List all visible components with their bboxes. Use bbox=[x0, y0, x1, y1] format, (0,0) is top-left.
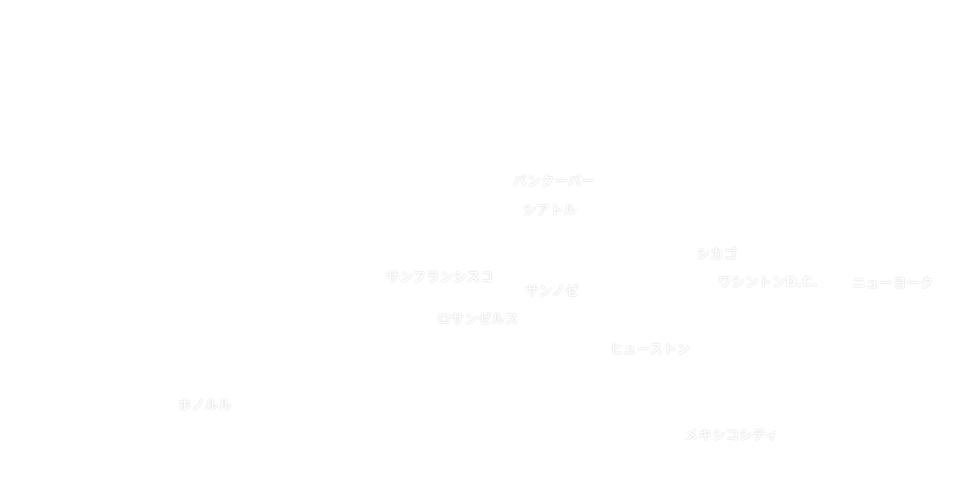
city-label-new-york[interactable]: ニューヨーク bbox=[852, 276, 934, 292]
city-label-san-jose[interactable]: サンノゼ bbox=[525, 284, 579, 300]
city-label-vancouver[interactable]: バンクーバー bbox=[513, 174, 595, 190]
city-label-los-angeles[interactable]: ロサンゼルス bbox=[437, 312, 519, 328]
city-label-mexico-city[interactable]: メキシコシティ bbox=[685, 428, 779, 444]
city-label-chicago[interactable]: シカゴ bbox=[696, 247, 738, 263]
city-label-seattle[interactable]: シアトル bbox=[522, 203, 578, 219]
city-label-houston[interactable]: ヒューストン bbox=[609, 342, 691, 358]
city-label-washington-dc[interactable]: ワシントンD.C. bbox=[718, 275, 818, 291]
city-label-honolulu[interactable]: ホノルル bbox=[177, 398, 233, 414]
city-label-san-francisco[interactable]: サンフランシスコ bbox=[386, 270, 494, 286]
